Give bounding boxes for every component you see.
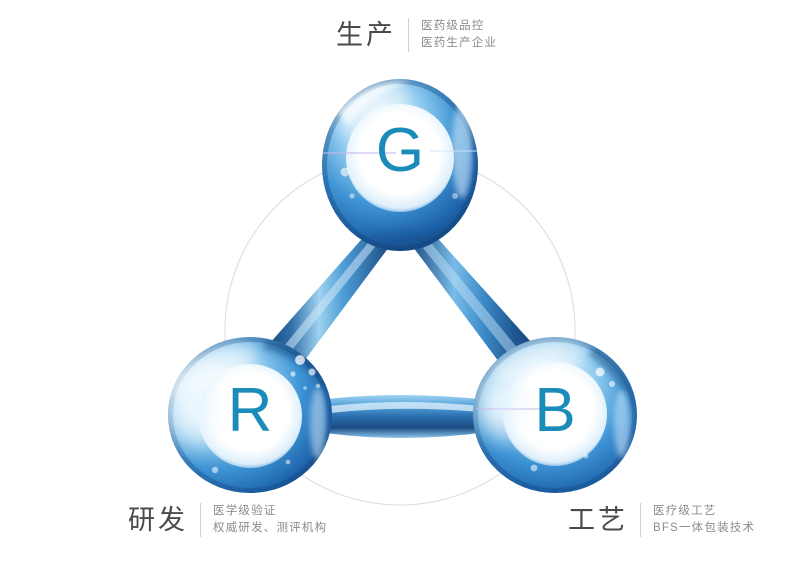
label-craft-line-2: BFS一体包装技术 (653, 522, 756, 534)
label-rd-line-2: 权威研发、测评机构 (213, 522, 328, 534)
label-production-line-1: 医药级品控 (421, 19, 485, 32)
link-r-b (318, 395, 488, 438)
label-production: 生产 医药级品控 医药生产企业 (336, 18, 497, 52)
label-rd: 研发 医学级验证 权威研发、测评机构 (128, 503, 327, 537)
label-craft-line-1: 医疗级工艺 (653, 504, 717, 517)
label-production-line-2: 医药生产企业 (421, 37, 498, 49)
label-rd-line-1: 医学级验证 (213, 504, 277, 517)
sphere-g[interactable] (318, 72, 490, 266)
label-production-subtext: 医药级品控 医药生产企业 (421, 20, 497, 50)
label-craft: 工艺 医疗级工艺 BFS一体包装技术 (568, 503, 755, 537)
label-craft-subtext: 医疗级工艺 BFS一体包装技术 (653, 505, 755, 535)
label-production-heading: 生产 (336, 19, 396, 50)
label-production-divider (408, 18, 409, 52)
label-rd-heading: 研发 (128, 504, 188, 535)
label-rd-subtext: 医学级验证 权威研发、测评机构 (213, 505, 327, 535)
label-rd-divider (200, 503, 201, 537)
label-craft-heading: 工艺 (568, 504, 628, 535)
label-craft-divider (640, 503, 641, 537)
